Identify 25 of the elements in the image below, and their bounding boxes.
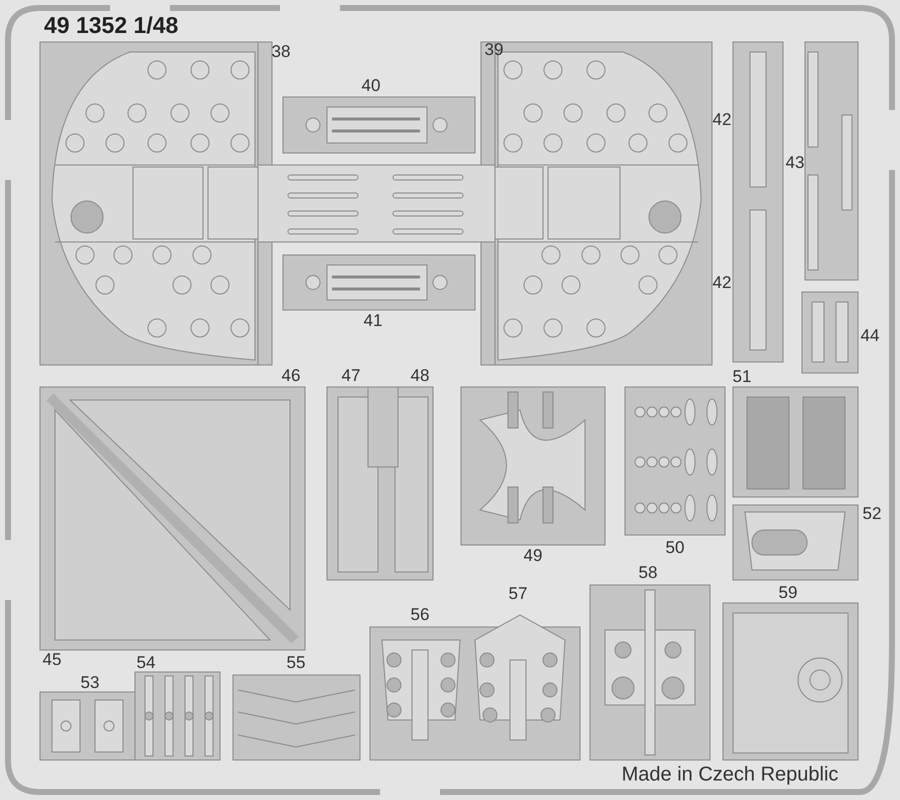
part-number: 55 — [286, 653, 306, 673]
part-number: 47 — [342, 366, 360, 386]
origin-note: Made in Czech Republic — [622, 764, 838, 786]
part-number: 53 — [80, 673, 100, 693]
sheet-title: 49 1352 1/48 — [44, 12, 178, 39]
part-number: 42 — [712, 110, 732, 130]
part-number: 48 — [410, 366, 430, 386]
part-number: 39 — [484, 40, 504, 60]
part-number: 54 — [136, 653, 156, 673]
part-number: 51 — [732, 367, 752, 387]
part-number: 40 — [362, 76, 380, 96]
part-number: 50 — [666, 538, 684, 558]
part-number: 58 — [638, 563, 658, 583]
part-number: 52 — [862, 504, 882, 524]
part-number: 45 — [42, 650, 62, 670]
part-number: 49 — [524, 546, 542, 566]
part-number: 43 — [786, 153, 804, 173]
part-number: 46 — [282, 366, 300, 386]
part-number: 42 — [712, 273, 732, 293]
part-number: 38 — [272, 42, 290, 62]
part-number: 44 — [860, 326, 880, 346]
part-number: 59 — [778, 583, 798, 603]
part-number: 41 — [364, 311, 382, 331]
part-number: 57 — [508, 584, 528, 604]
part-number: 56 — [410, 605, 430, 625]
